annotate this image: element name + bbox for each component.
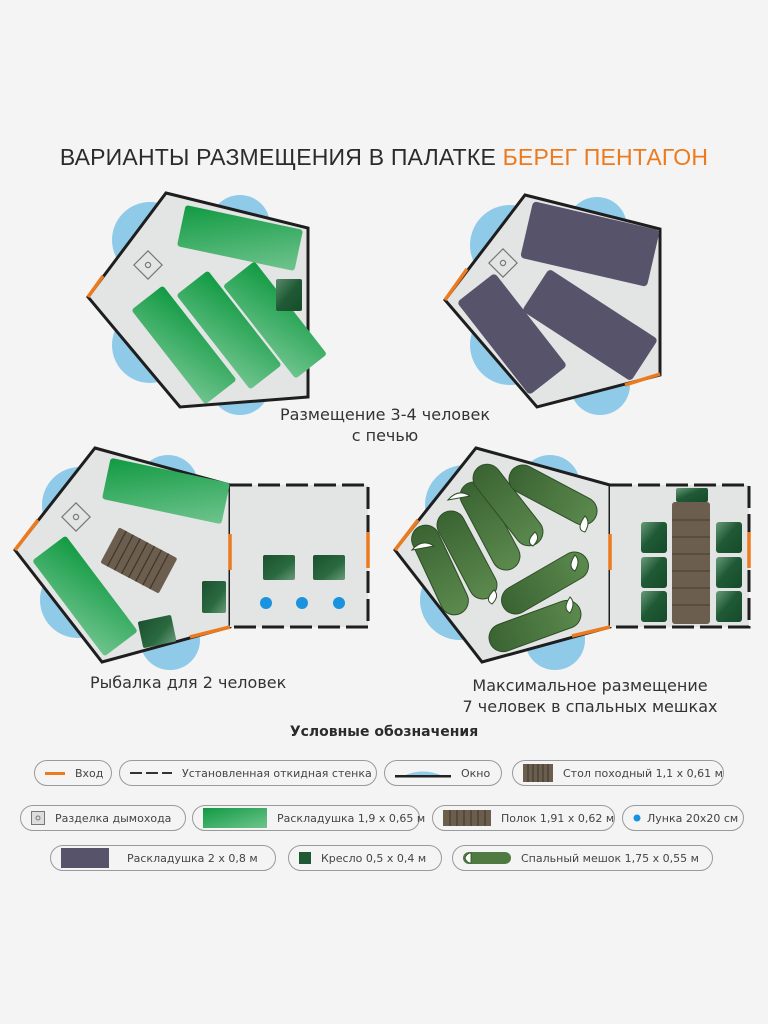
cot-wide-icon (61, 848, 109, 868)
legend-cot-green: Раскладушка 1,9 x 0,65 м (192, 805, 425, 831)
legend-label: Спальный мешок 1,75 x 0,55 м (521, 851, 699, 865)
legend-label: Стол походный 1,1 x 0,61 м (563, 766, 723, 780)
legend-label: Полок 1,91 x 0,62 м (501, 811, 615, 825)
caption-line-2: с печью (351, 426, 419, 445)
chimney-pass-icon (133, 250, 163, 280)
shelf-icon (443, 810, 491, 826)
legend-label: Разделка дымохода (55, 811, 172, 825)
legend-label: Установленная откидная стенка (182, 766, 372, 780)
camp-table-icon (523, 764, 553, 782)
caption-line-1: Размещение 3-4 человек (279, 405, 491, 424)
legend-label: Кресло 0,5 x 0,4 м (321, 851, 427, 865)
ice-hole-icon (633, 814, 641, 822)
chair-icon (299, 852, 311, 864)
tent-plan-fishing (13, 446, 370, 670)
entrance-line-icon (45, 772, 65, 775)
chimney-pass-icon (31, 811, 45, 825)
caption-max: Максимальное размещение 7 человек в спаль… (440, 675, 740, 717)
legend-sleeping-bag: Спальный мешок 1,75 x 0,55 м (452, 845, 713, 871)
legend-chair: Кресло 0,5 x 0,4 м (288, 845, 442, 871)
legend-label: Раскладушка 1,9 x 0,65 м (277, 811, 426, 825)
legend-window: Окно (384, 760, 502, 786)
title-main: ВАРИАНТЫ РАЗМЕЩЕНИЯ В ПАЛАТКЕ (59, 144, 503, 170)
caption-line-2: 7 человек в спальных мешках (462, 697, 718, 716)
sleeping-bag-icon (463, 852, 511, 864)
window-icon (395, 771, 451, 778)
legend-label: Раскладушка 2 x 0,8 м (127, 851, 258, 865)
tent-plan-cots-stove (86, 191, 326, 415)
legend-chimney-pass: Разделка дымохода (20, 805, 186, 831)
legend-label: Лунка 20x20 см (647, 811, 739, 825)
legend-entrance: Вход (34, 760, 112, 786)
caption-fishing: Рыбалка для 2 человек (90, 673, 287, 692)
legend-label: Окно (461, 766, 491, 780)
legend-dashed-wall: Установленная откидная стенка (119, 760, 377, 786)
caption-line-1: Максимальное размещение (472, 676, 708, 695)
page-title: ВАРИАНТЫ РАЗМЕЩЕНИЯ В ПАЛАТКЕ БЕРЕГ ПЕНТ… (0, 144, 768, 171)
tent-plan-wide-cots (443, 193, 662, 415)
legend-shelf: Полок 1,91 x 0,62 м (432, 805, 615, 831)
caption-layout-3-4: Размещение 3-4 человек с печью (240, 404, 530, 446)
title-accent: БЕРЕГ ПЕНТАГОН (502, 144, 709, 170)
legend-label: Вход (75, 766, 104, 780)
legend-ice-hole: Лунка 20x20 см (622, 805, 744, 831)
tent-plan-max-sleeping-bags (393, 446, 751, 670)
dashed-wall-icon (130, 772, 172, 774)
cot-green-icon (203, 808, 267, 828)
legend-camp-table: Стол походный 1,1 x 0,61 м (512, 760, 724, 786)
legend-cot-wide: Раскладушка 2 x 0,8 м (50, 845, 276, 871)
legend-title: Условные обозначения (289, 724, 479, 740)
